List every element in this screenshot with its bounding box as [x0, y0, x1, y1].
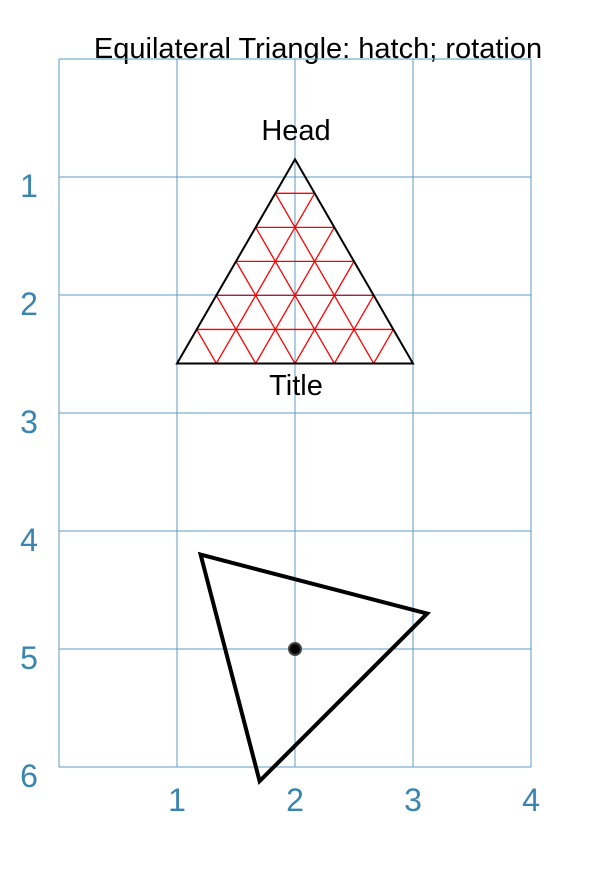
- grid: [58, 58, 532, 768]
- hatch-line: [196, 329, 217, 364]
- axis-ticks: 1 2 3 4 1 2 3 4 5 6: [20, 168, 540, 818]
- center-point: [288, 642, 302, 656]
- rotated-triangle: [197, 551, 432, 786]
- y-tick-label: 6: [20, 758, 38, 794]
- y-tick-label: 4: [20, 522, 38, 558]
- title-label: Title: [269, 370, 323, 402]
- x-tick-label: 1: [168, 782, 186, 818]
- hatched-triangle: [175, 157, 415, 365]
- hatch-line: [373, 329, 394, 364]
- y-tick-label: 5: [20, 640, 38, 676]
- y-tick-label: 2: [20, 286, 38, 322]
- diagram-title: Equilateral Triangle: hatch; rotation: [94, 33, 542, 65]
- head-label: Head: [261, 115, 330, 147]
- y-tick-label: 3: [20, 404, 38, 440]
- hatch-line: [215, 192, 316, 364]
- hatch-line: [294, 261, 355, 364]
- hatch-line: [235, 261, 296, 364]
- y-tick-label: 1: [20, 168, 38, 204]
- x-tick-label: 2: [286, 782, 304, 818]
- x-tick-label: 4: [522, 782, 540, 818]
- x-tick-label: 3: [404, 782, 422, 818]
- hatched-triangle-outline: [175, 157, 415, 365]
- hatch-line: [274, 192, 375, 364]
- rotated-triangle-outline: [197, 551, 432, 786]
